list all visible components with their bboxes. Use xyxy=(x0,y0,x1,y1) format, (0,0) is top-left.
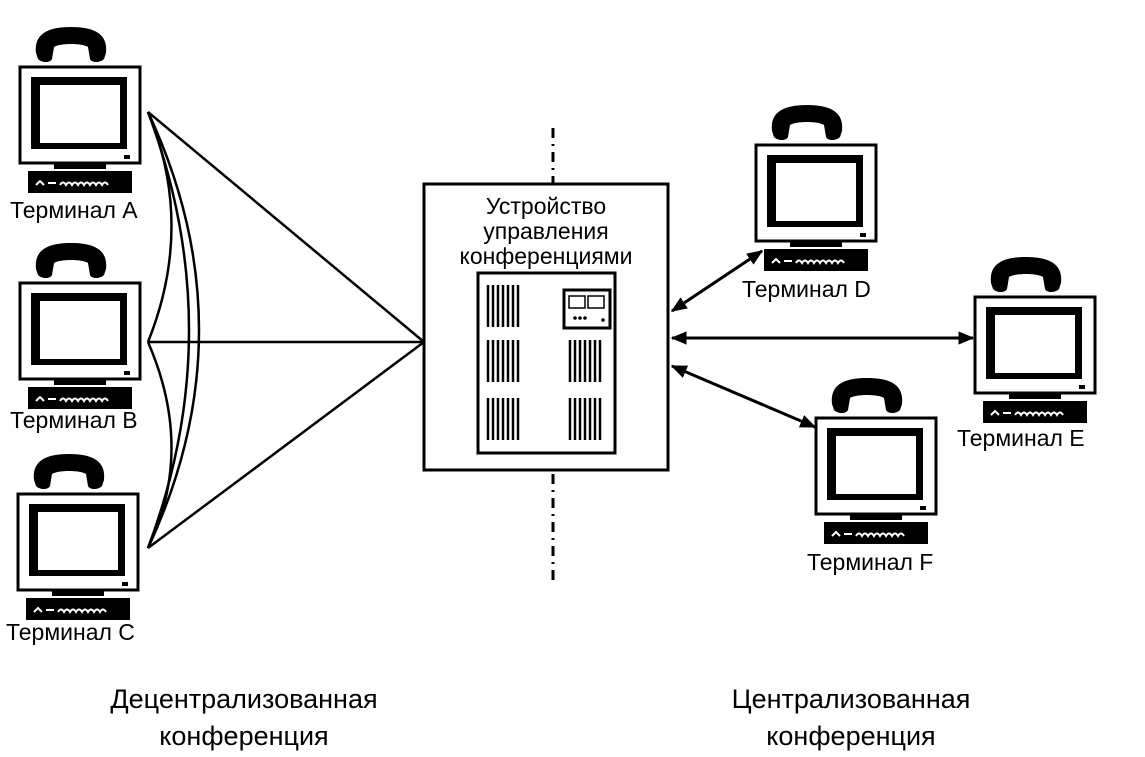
link-a-c-inner xyxy=(146,111,191,549)
terminal-b xyxy=(18,241,142,411)
terminal-a xyxy=(18,25,142,195)
centralized-links xyxy=(670,249,975,429)
terminal-f-label: Терминал F xyxy=(807,549,933,575)
caption-centralized-line-1: Централизованная xyxy=(732,684,971,714)
computer-with-phone-icon xyxy=(18,25,142,195)
computer-with-phone-icon xyxy=(814,376,938,546)
link-device-f xyxy=(670,364,817,429)
terminal-e xyxy=(973,255,1097,425)
caption-decentralized-line-2: конференция xyxy=(159,721,328,751)
server-cabinet-icon xyxy=(476,271,617,455)
terminal-c xyxy=(16,452,140,622)
link-a-device xyxy=(147,111,425,343)
terminal-d xyxy=(754,103,878,273)
computer-with-phone-icon xyxy=(973,255,1097,425)
computer-with-phone-icon xyxy=(16,452,140,622)
terminal-c-label: Терминал C xyxy=(6,619,135,645)
decentralized-links xyxy=(146,111,425,550)
computer-with-phone-icon xyxy=(754,103,878,273)
link-device-d xyxy=(670,249,764,313)
caption-decentralized-line-1: Децентрализованная xyxy=(110,684,377,714)
caption-centralized-line-2: конференция xyxy=(766,721,935,751)
computer-with-phone-icon xyxy=(18,241,142,411)
terminal-b-label: Терминал B xyxy=(10,407,138,433)
terminal-d-label: Терминал D xyxy=(742,276,871,302)
device-label-line-1: Устройство xyxy=(486,193,606,219)
terminal-f xyxy=(814,376,938,546)
conference-control-unit: Устройство управления конференциями xyxy=(422,182,670,472)
link-a-c-outer xyxy=(146,111,201,549)
terminal-a-label: Терминал A xyxy=(10,197,138,223)
device-label-line-2: управления xyxy=(483,218,608,244)
link-c-device xyxy=(147,340,425,550)
terminal-e-label: Терминал E xyxy=(957,425,1085,451)
device-label-line-3: конференциями xyxy=(460,243,633,269)
